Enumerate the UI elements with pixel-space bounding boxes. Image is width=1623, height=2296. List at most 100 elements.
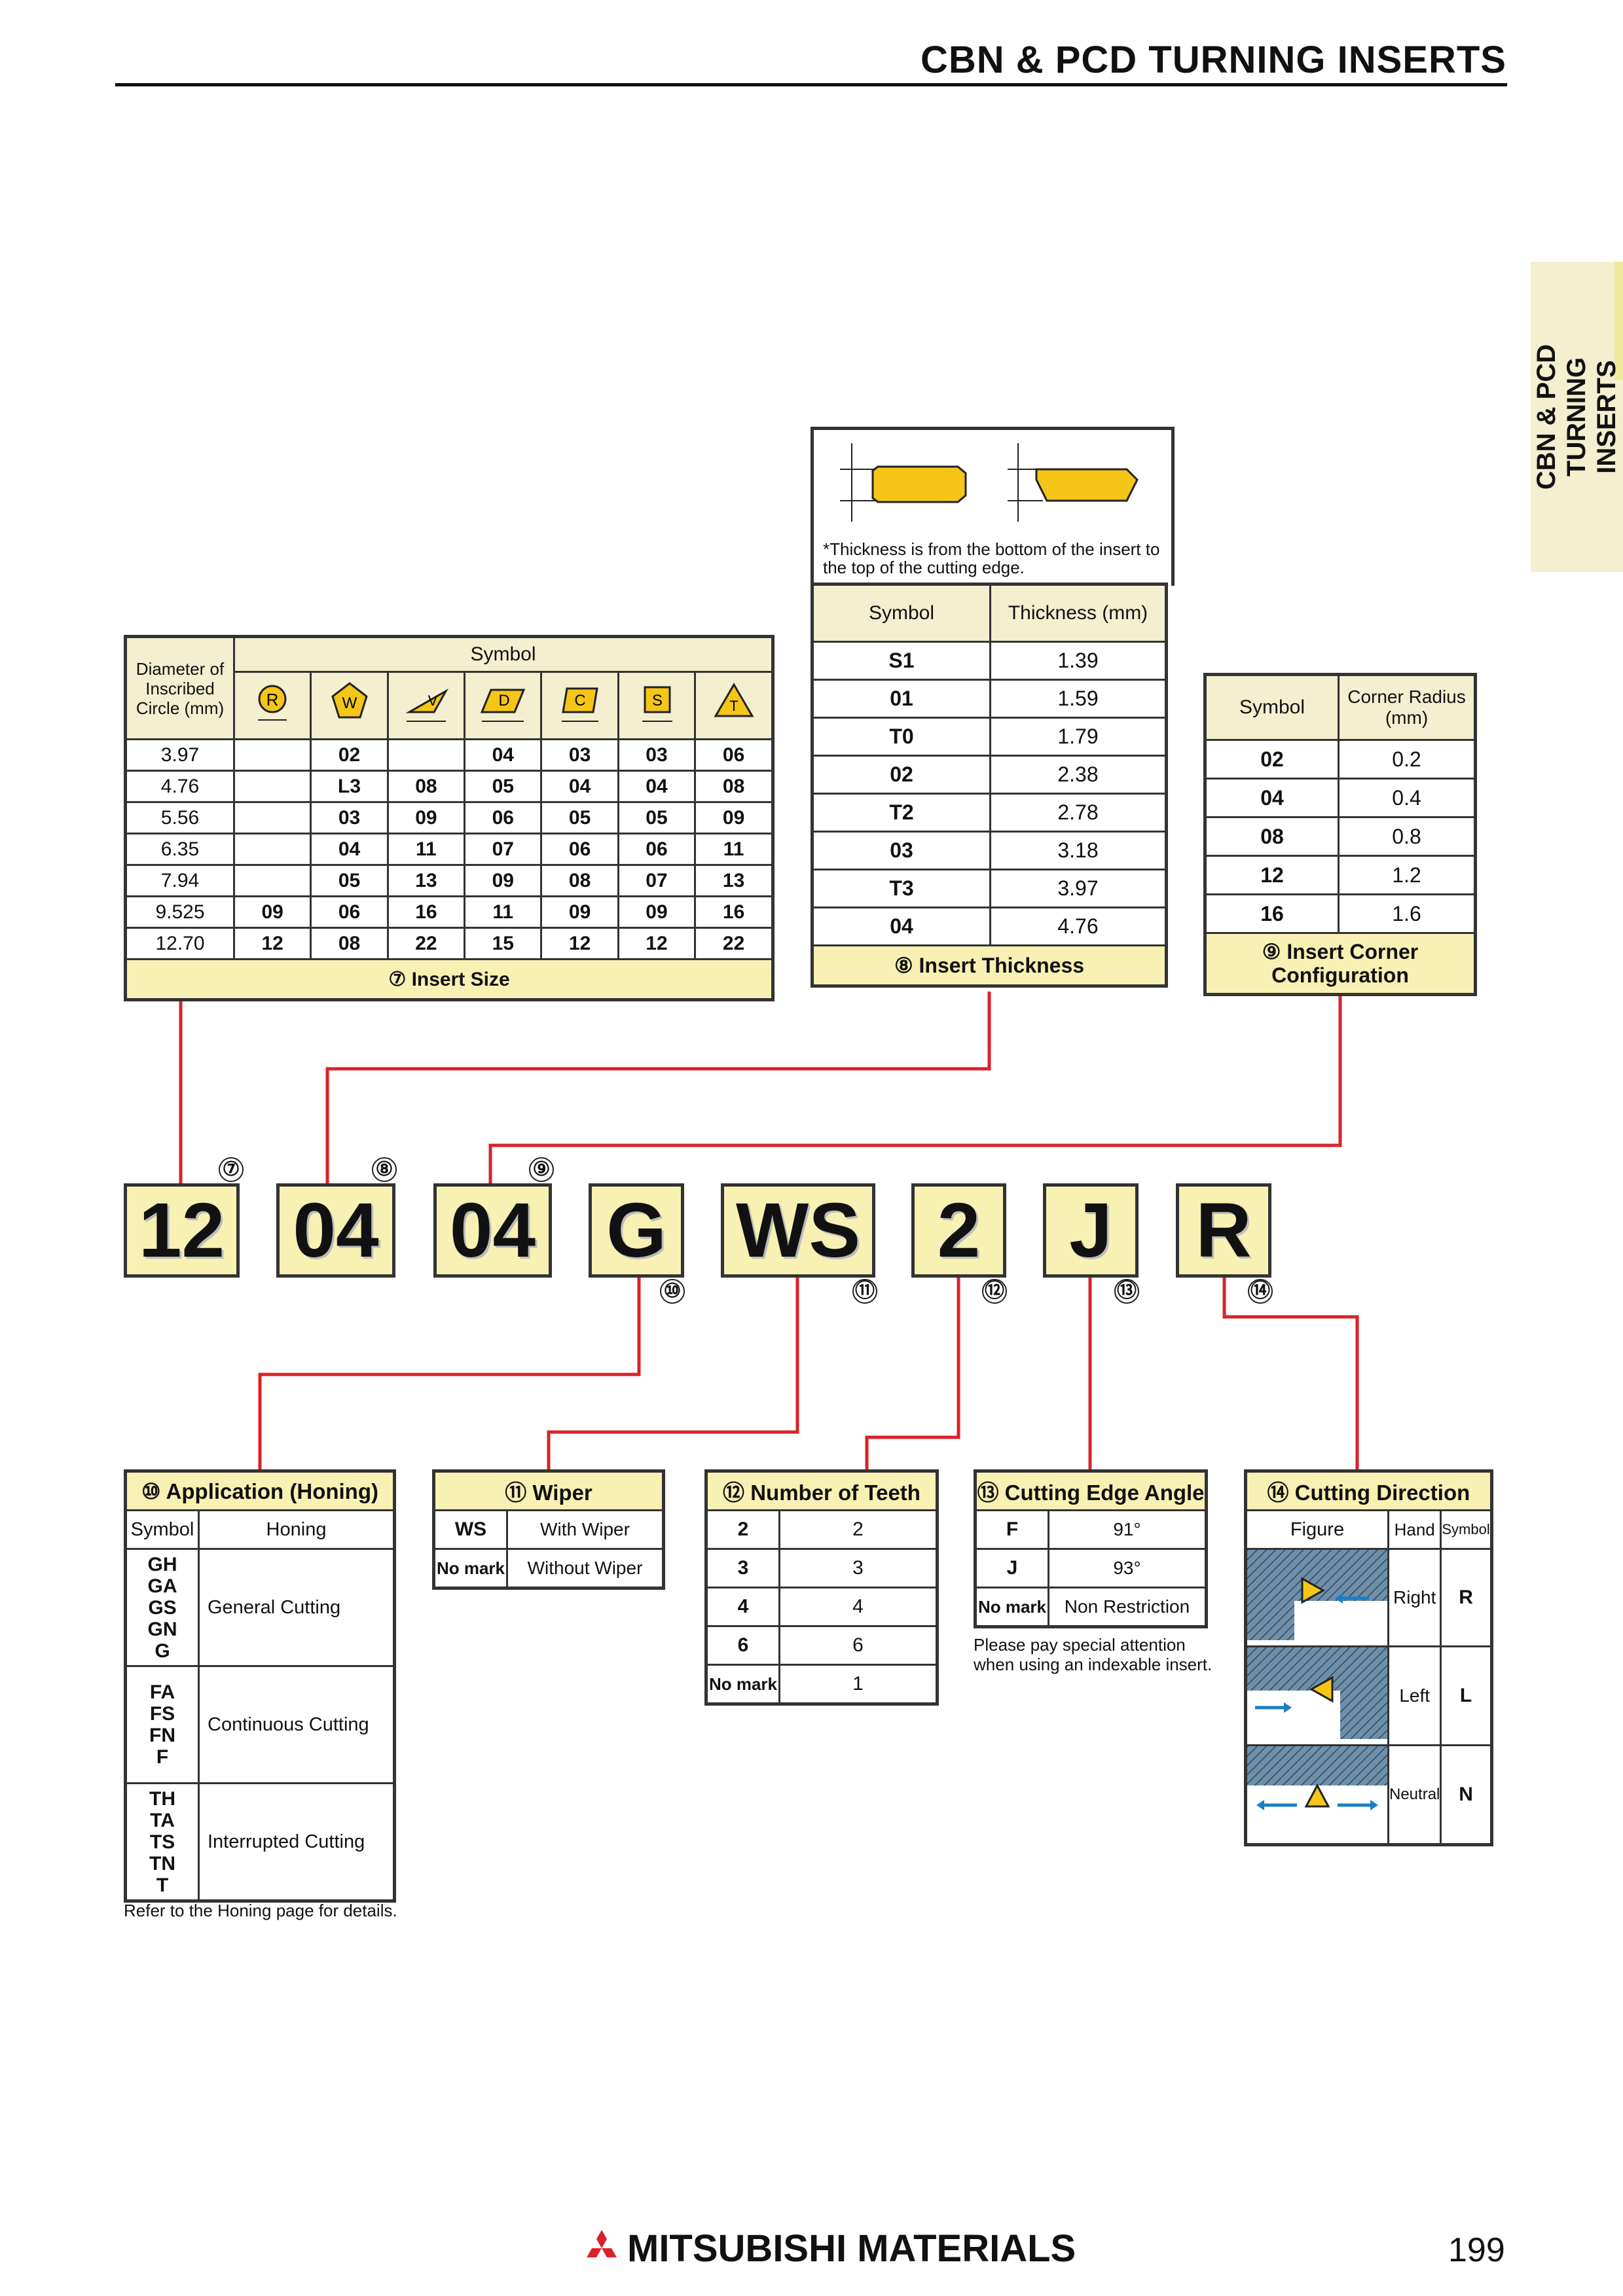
diameter-cell: 4.76 <box>124 770 235 803</box>
marker-14: ⑭ <box>1248 1279 1273 1304</box>
diameter-cell: 3.97 <box>124 738 235 772</box>
thickness-mm-header: Thickness (mm) <box>989 583 1167 643</box>
size-symbol-cell <box>386 738 466 772</box>
shape-w-icon: W <box>310 671 389 740</box>
edge-angle-title: ⑬ Cutting Edge Angle <box>974 1470 1207 1511</box>
symbol-cell: T0 <box>811 717 991 757</box>
value-cell: 1.2 <box>1338 855 1476 895</box>
code-part-thickness: 04 <box>276 1183 395 1278</box>
value-cell: 1.79 <box>989 717 1167 757</box>
size-symbol-cell <box>232 864 312 897</box>
direction-title: ⑭ Cutting Direction <box>1245 1470 1493 1511</box>
application-title: ⑩ Application (Honing) <box>124 1470 395 1511</box>
value-cell: 93° <box>1048 1548 1207 1588</box>
honing-desc-cell: Continuous Cutting <box>198 1665 395 1784</box>
svg-text:R: R <box>266 690 279 709</box>
code-part-teeth: 2 <box>911 1183 1006 1278</box>
honing-symbols-cell: GH GA GS GN G <box>124 1548 200 1667</box>
shape-d-icon: D <box>464 671 543 740</box>
size-symbol-cell: 09 <box>464 864 543 897</box>
size-symbol-cell: 07 <box>464 833 543 866</box>
symbol-cell: 12 <box>1204 855 1340 895</box>
size-symbol-cell: 08 <box>386 770 466 803</box>
direction-left-symbol: L <box>1440 1645 1493 1746</box>
direction-neutral-symbol: N <box>1440 1744 1493 1846</box>
honing-desc-cell: Interrupted Cutting <box>198 1782 395 1902</box>
size-symbol-cell: 07 <box>617 864 697 897</box>
size-symbol-cell: 04 <box>310 833 389 866</box>
diameter-header: Diameter of Inscribed Circle (mm) <box>124 636 235 740</box>
diameter-cell: 7.94 <box>124 864 235 897</box>
symbol-cell: 04 <box>1204 778 1340 818</box>
value-cell: 1.59 <box>989 679 1167 719</box>
corner-footer: ⑨ Insert Corner Configuration <box>1204 932 1476 996</box>
direction-table: ⑭ Cutting Direction Figure Hand Symbol R… <box>1244 1469 1493 1846</box>
diameter-cell: 6.35 <box>124 833 235 866</box>
size-symbol-cell: 16 <box>694 895 774 929</box>
value-cell: 1.39 <box>989 641 1167 681</box>
value-cell: 2.38 <box>989 755 1167 795</box>
thickness-insert-icon <box>840 443 1139 522</box>
symbol-header: Symbol <box>233 636 774 673</box>
symbol-cell: 4 <box>705 1587 780 1627</box>
direction-symbol-header: Symbol <box>1440 1509 1493 1550</box>
size-symbol-cell: 04 <box>617 770 697 803</box>
symbol-cell: 16 <box>1204 893 1340 934</box>
symbol-cell: 02 <box>811 755 991 795</box>
brand-logo: MITSUBISHI MATERIALS <box>581 2227 1076 2270</box>
size-symbol-cell: 06 <box>694 738 774 772</box>
direction-figure-header: Figure <box>1245 1509 1389 1550</box>
size-symbol-cell: 09 <box>386 801 466 834</box>
size-symbol-cell: 22 <box>386 927 466 960</box>
size-symbol-cell <box>232 833 312 866</box>
symbol-cell: 04 <box>811 906 991 946</box>
size-symbol-cell: 09 <box>232 895 312 929</box>
code-part-corner: 04 <box>433 1183 552 1278</box>
size-symbol-cell: 05 <box>464 770 543 803</box>
value-cell: 2 <box>778 1509 938 1550</box>
direction-neutral-hand: Neutral <box>1387 1744 1442 1846</box>
size-symbol-cell: 02 <box>310 738 389 772</box>
svg-text:S: S <box>652 692 663 709</box>
marker-10: ⑩ <box>660 1279 685 1304</box>
size-symbol-cell: 05 <box>310 864 389 897</box>
value-cell: 2.78 <box>989 793 1167 833</box>
size-symbol-cell: 06 <box>464 801 543 834</box>
symbol-cell: 01 <box>811 679 991 719</box>
symbol-cell: 08 <box>1204 816 1340 857</box>
teeth-title: ⑫ Number of Teeth <box>705 1470 938 1511</box>
size-symbol-cell: 03 <box>540 738 619 772</box>
size-symbol-cell: 11 <box>386 833 466 866</box>
code-part-honing: G <box>589 1183 684 1278</box>
side-tab-stripe <box>1614 262 1623 380</box>
thickness-note: *Thickness is from the bottom of the ins… <box>823 539 1160 577</box>
size-symbol-cell: 12 <box>540 927 619 960</box>
symbol-cell: T2 <box>811 793 991 833</box>
mitsubishi-diamonds-icon <box>587 2230 617 2257</box>
code-part-direction: R <box>1176 1183 1271 1278</box>
marker-11: ⑪ <box>852 1279 877 1304</box>
symbol-cell: 3 <box>705 1548 780 1588</box>
diameter-cell: 12.70 <box>124 927 235 960</box>
size-symbol-cell: 08 <box>540 864 619 897</box>
direction-right-symbol: R <box>1440 1548 1493 1647</box>
size-symbol-cell <box>232 801 312 834</box>
